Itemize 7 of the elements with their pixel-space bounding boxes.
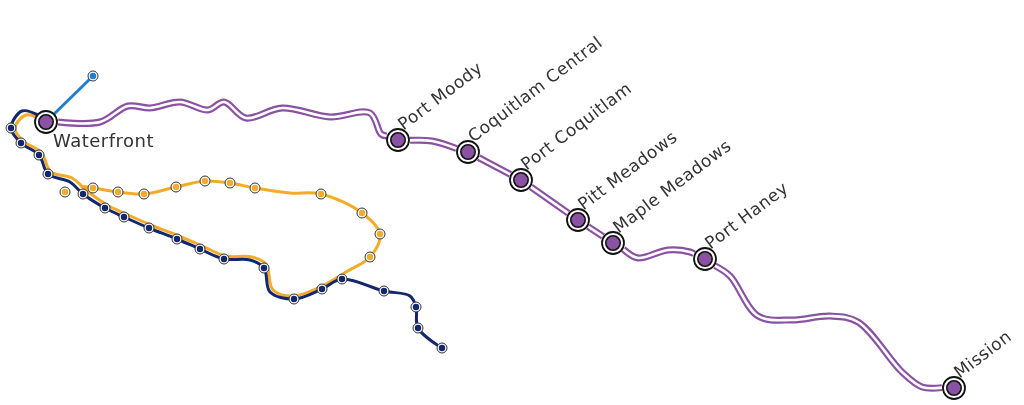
rail-line xyxy=(621,246,696,262)
station-label: Waterfront xyxy=(53,131,155,151)
rail-line xyxy=(57,98,388,140)
rail-line xyxy=(713,262,943,392)
rail-line xyxy=(476,154,513,178)
rail-line xyxy=(409,136,458,152)
rail-line xyxy=(528,184,571,216)
